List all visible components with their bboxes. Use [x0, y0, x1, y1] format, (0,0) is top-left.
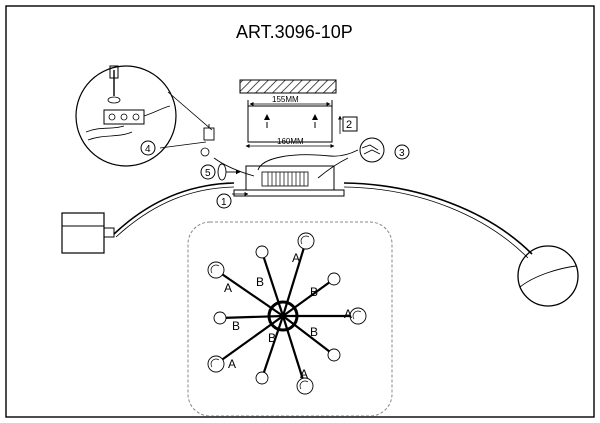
top-view-panel	[187, 221, 393, 417]
arm-spoke	[282, 278, 335, 317]
right-shade	[517, 245, 579, 307]
svg-text:4: 4	[145, 144, 151, 155]
dimension-top-label: 155MM	[272, 95, 299, 104]
svg-text:3: 3	[399, 148, 405, 159]
shade-highlight	[299, 380, 309, 390]
shade-globe	[207, 261, 225, 279]
connector-detail	[359, 137, 385, 163]
shade-globe	[207, 355, 225, 373]
shade-small	[327, 272, 341, 286]
dimension-bottom: 160MM	[245, 137, 335, 148]
right-arm	[343, 182, 533, 255]
step-2-marker: 2	[342, 116, 358, 132]
ceiling	[239, 79, 337, 94]
wiring-zoom	[75, 65, 215, 167]
arm-spoke	[281, 315, 307, 387]
shade-highlight	[352, 310, 362, 320]
shade-globe	[349, 307, 367, 325]
shade-globe	[297, 232, 315, 250]
label-a-top: A	[292, 251, 300, 265]
dimension-top: 155MM	[249, 95, 331, 106]
canopy	[213, 149, 359, 197]
step-1-marker: 1	[216, 193, 232, 209]
arm-labels: A B B A A B B B A A	[224, 251, 352, 381]
label-b-top-left: B	[256, 275, 264, 289]
shade-small	[255, 245, 269, 259]
shade-globe	[296, 377, 314, 395]
left-arm	[113, 182, 235, 235]
svg-text:1: 1	[221, 197, 227, 208]
step-4-marker: 4	[140, 140, 156, 156]
left-shade	[61, 212, 115, 254]
arm-spoke	[260, 251, 285, 317]
svg-text:5: 5	[205, 168, 211, 179]
central-hub	[267, 300, 299, 332]
svg-text:2: 2	[346, 119, 352, 131]
dimension-bottom-label: 160MM	[277, 137, 304, 146]
label-a-bottom-left: A	[228, 357, 236, 371]
screw-detail	[217, 163, 241, 181]
label-a-right: A	[344, 307, 352, 321]
step-3-marker: 3	[394, 144, 410, 160]
label-a-left: A	[224, 281, 232, 295]
page-frame	[5, 5, 595, 418]
label-b-left: B	[232, 319, 240, 333]
mounting-bracket	[247, 100, 333, 143]
step-5-marker: 5	[200, 164, 216, 180]
label-b-top-right: B	[310, 285, 318, 299]
arm-spoke	[260, 315, 285, 379]
arm-spoke	[282, 315, 335, 356]
label-b-bottom: B	[268, 331, 276, 345]
shade-small	[327, 348, 341, 362]
shade-highlight	[210, 264, 220, 274]
arm-spoke	[219, 314, 284, 320]
label-b-right: B	[310, 325, 318, 339]
shade-highlight	[300, 235, 310, 245]
shade-small	[213, 311, 227, 325]
model-title: ART.3096-10P	[236, 22, 353, 42]
label-a-bottom: A	[300, 367, 308, 381]
shade-highlight	[210, 358, 220, 368]
shade-small	[255, 371, 269, 385]
